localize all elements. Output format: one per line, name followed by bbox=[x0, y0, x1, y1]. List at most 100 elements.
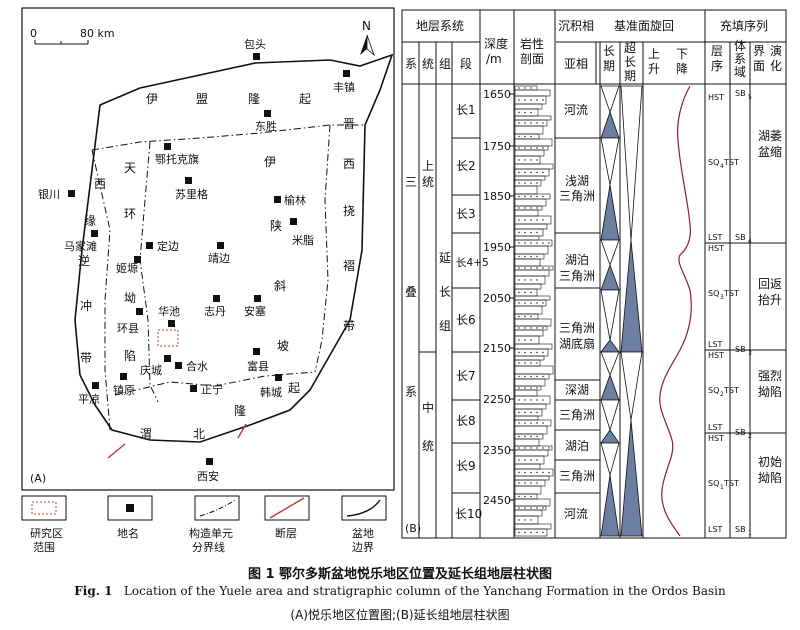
sand-dot bbox=[524, 291, 526, 294]
svg-text:/m: /m bbox=[486, 52, 502, 66]
svg-text:定边: 定边 bbox=[157, 239, 179, 253]
svg-text:上: 上 bbox=[648, 47, 660, 61]
svg-text:4: 4 bbox=[748, 238, 752, 245]
svg-text:陷: 陷 bbox=[770, 384, 782, 399]
sand-dot bbox=[518, 111, 520, 114]
lithology-bed bbox=[514, 305, 543, 315]
sand-dot bbox=[530, 495, 532, 498]
lithology-bed bbox=[514, 419, 552, 427]
lithology-bed bbox=[514, 149, 545, 157]
unit-jinxi-fold-belt: 晋 西 挠 褶 带 bbox=[343, 117, 355, 333]
svg-text:SQ: SQ bbox=[708, 289, 719, 298]
sand-dot bbox=[542, 171, 544, 174]
sand-dot bbox=[530, 195, 532, 198]
sand-dot bbox=[542, 195, 544, 198]
svg-text:盆: 盆 bbox=[758, 145, 770, 159]
svg-text:志丹: 志丹 bbox=[204, 305, 226, 318]
subfacies-column: 河流 浅湖 三角洲 湖泊 三角洲 三角洲 湖底扇 深湖 三角洲 湖泊 三角洲 河… bbox=[559, 103, 595, 521]
sand-dot bbox=[530, 447, 532, 449]
svg-text:HST: HST bbox=[708, 93, 724, 102]
svg-text:陷: 陷 bbox=[770, 470, 782, 485]
svg-text:TST: TST bbox=[723, 386, 739, 395]
svg-text:组: 组 bbox=[439, 57, 451, 71]
lithology-bed bbox=[514, 163, 554, 170]
sand-dot bbox=[542, 375, 544, 378]
lithology-bed bbox=[514, 329, 544, 337]
sand-dot bbox=[524, 267, 526, 269]
member-chang45: 长4+5 bbox=[456, 257, 489, 269]
sand-dot bbox=[530, 387, 532, 389]
svg-text:镇原: 镇原 bbox=[113, 383, 135, 397]
sand-dot bbox=[530, 159, 532, 161]
svg-text:2450: 2450 bbox=[483, 494, 511, 507]
place-zhenyuan: 镇原 bbox=[113, 373, 135, 397]
sand-dot bbox=[524, 242, 526, 244]
svg-text:HST: HST bbox=[708, 351, 724, 360]
svg-text:组: 组 bbox=[439, 319, 451, 333]
sand-dot bbox=[518, 147, 520, 149]
unit-western-thrust-belt: 西 缘 逆 冲 带 bbox=[78, 177, 106, 365]
svg-text:榆林: 榆林 bbox=[284, 193, 306, 207]
svg-text:拗: 拗 bbox=[758, 385, 770, 399]
sand-dot bbox=[536, 195, 538, 198]
sand-dot bbox=[542, 531, 544, 534]
sand-dot bbox=[518, 302, 520, 304]
svg-text:缘: 缘 bbox=[84, 214, 96, 228]
svg-text:环县: 环县 bbox=[117, 322, 139, 335]
sand-dot bbox=[518, 219, 520, 221]
place-jingbian: 靖边 bbox=[208, 242, 230, 265]
place-huanxian: 环县 bbox=[117, 308, 143, 335]
lithology-bed bbox=[514, 523, 552, 530]
scale-distance: 80 km bbox=[80, 27, 115, 40]
svg-text:3: 3 bbox=[720, 294, 724, 301]
svg-text:靖边: 靖边 bbox=[208, 252, 230, 265]
svg-text:LST: LST bbox=[708, 340, 723, 349]
svg-text:地名: 地名 bbox=[117, 526, 139, 540]
svg-text:姬塬: 姬塬 bbox=[116, 262, 138, 275]
header-stratigraphy: 地层系统 bbox=[416, 19, 464, 33]
sand-dot bbox=[536, 207, 538, 209]
lithology-bed bbox=[514, 403, 547, 410]
sand-dot bbox=[536, 242, 538, 244]
svg-text:晋: 晋 bbox=[343, 117, 355, 131]
sand-dot bbox=[548, 471, 550, 474]
svg-text:序: 序 bbox=[711, 58, 723, 73]
header-lithology: 岩性 bbox=[520, 36, 544, 51]
sand-dot bbox=[518, 399, 520, 401]
svg-text:始: 始 bbox=[770, 455, 782, 469]
svg-text:环: 环 bbox=[124, 207, 136, 221]
lithology-bed bbox=[514, 365, 554, 375]
sand-dot bbox=[530, 87, 532, 89]
svg-text:冲: 冲 bbox=[80, 298, 92, 313]
lithology-bed bbox=[514, 295, 551, 301]
svg-text:期: 期 bbox=[624, 69, 636, 83]
svg-text:超: 超 bbox=[624, 40, 636, 55]
header-sequence: 充填序列 bbox=[720, 18, 768, 33]
sand-dot bbox=[518, 279, 520, 281]
svg-text:SQ: SQ bbox=[708, 479, 719, 488]
svg-text:三角洲: 三角洲 bbox=[559, 408, 595, 422]
svg-text:隆: 隆 bbox=[248, 91, 260, 106]
series-upper: 上 统 bbox=[422, 159, 434, 189]
place-xian: 西安 bbox=[197, 458, 219, 483]
sand-dot bbox=[548, 447, 550, 449]
sand-dot bbox=[518, 207, 520, 209]
svg-text:西: 西 bbox=[94, 177, 106, 191]
legend-boundary: 构造单元 分界线 bbox=[189, 495, 240, 554]
sand-dot bbox=[536, 387, 538, 389]
location-map: 0 80 km N 包头 丰镇 东胜 鄂托 bbox=[21, 7, 395, 491]
sand-dot bbox=[524, 447, 526, 449]
svg-text:带: 带 bbox=[343, 319, 355, 333]
svg-text:1750: 1750 bbox=[483, 140, 511, 153]
svg-text:挠: 挠 bbox=[343, 204, 355, 218]
sand-dot bbox=[542, 327, 544, 329]
legend-basin-edge: 盆地 边界 bbox=[341, 495, 387, 554]
sand-dot bbox=[536, 255, 538, 258]
svg-text:1850: 1850 bbox=[483, 190, 511, 203]
legend-study-area: 研究区 范围 bbox=[21, 495, 67, 554]
svg-text:鄂托克旗: 鄂托克旗 bbox=[155, 152, 199, 166]
lithology-bed bbox=[514, 378, 546, 387]
north-label: N bbox=[362, 19, 371, 33]
sand-dot bbox=[542, 242, 544, 244]
lithology-bed bbox=[514, 318, 552, 327]
